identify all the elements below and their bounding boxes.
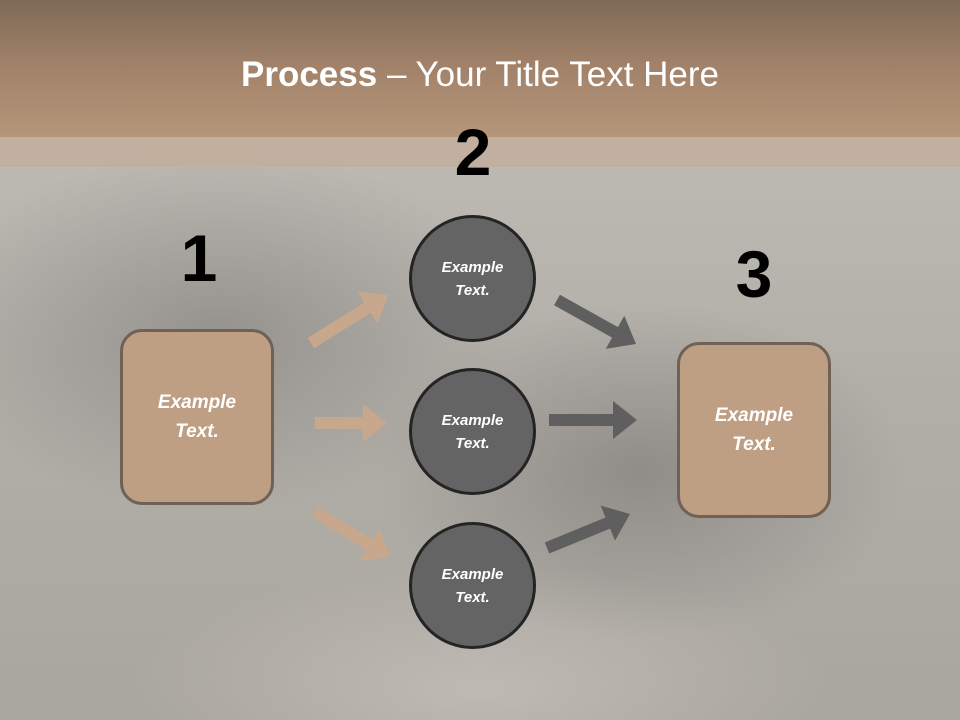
circle-middle-text: Example Text.	[441, 411, 504, 452]
step-2-circle-bottom: Example Text.	[409, 522, 536, 649]
step-number-1: 1	[180, 221, 218, 295]
circle-bottom-text: Example Text.	[441, 565, 504, 606]
arrow-to-top-circle	[307, 291, 388, 349]
step-2-circle-top: Example Text.	[409, 215, 536, 342]
step-number-2: 2	[454, 115, 492, 189]
arrow-to-bottom-circle	[311, 506, 391, 561]
header-bar	[0, 0, 960, 137]
arrow-top-to-step-3	[554, 294, 636, 349]
title-rest: – Your Title Text Here	[377, 55, 719, 94]
step-3-box: Example Text.	[677, 342, 831, 518]
step-2-circle-middle: Example Text.	[409, 368, 536, 495]
step-1-text: Example Text.	[157, 392, 237, 442]
header-band	[0, 137, 960, 167]
step-3-text: Example Text.	[714, 405, 794, 455]
step-number-3: 3	[735, 237, 773, 311]
arrow-bottom-to-step-3	[544, 505, 630, 554]
step-1-box: Example Text.	[120, 329, 274, 505]
slide-title: Process – Your Title Text Here	[0, 52, 960, 98]
circle-top-text: Example Text.	[441, 258, 504, 299]
arrow-to-middle-circle	[315, 404, 387, 442]
arrow-middle-to-step-3	[549, 401, 637, 439]
title-bold: Process	[241, 55, 378, 94]
